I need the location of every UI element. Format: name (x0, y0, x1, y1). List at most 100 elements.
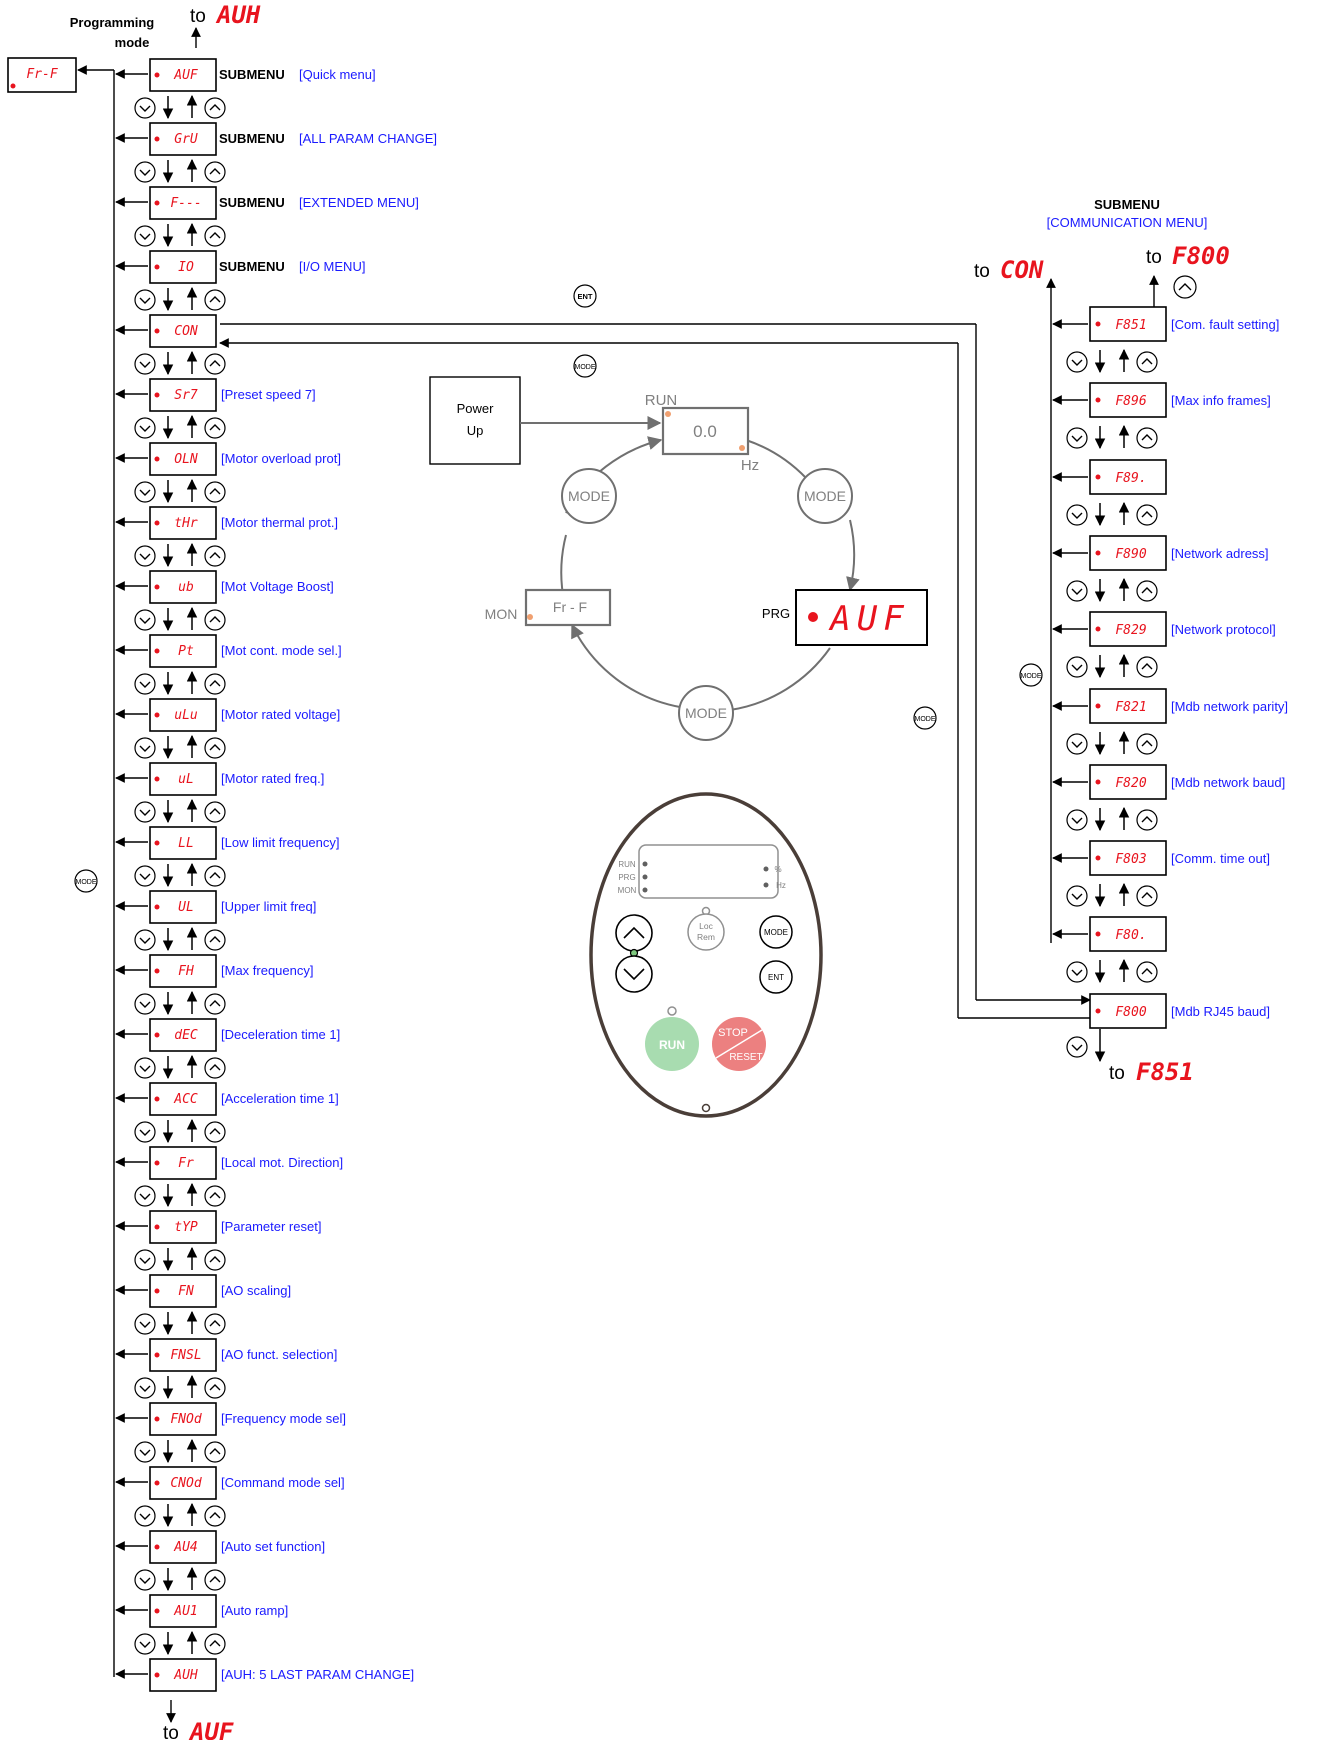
menu-down-icon-12[interactable] (134, 865, 156, 887)
menu-item-16[interactable]: ACC[Acceleration time 1] (115, 1082, 339, 1144)
menu-down-icon-7[interactable] (134, 545, 156, 567)
menu-down-icon-0[interactable] (134, 97, 156, 119)
menu-item-13[interactable]: UL[Upper limit freq] (115, 890, 316, 952)
comm-up-icon-5[interactable] (1136, 733, 1158, 755)
menu-up-icon-24[interactable] (204, 1633, 226, 1655)
menu-item-23[interactable]: AU4[Auto set function] (115, 1530, 325, 1592)
comm-up-icon-6[interactable] (1136, 809, 1158, 831)
comm-down-icon-8[interactable] (1066, 961, 1088, 983)
menu-item-9[interactable]: Pt[Mot cont. mode sel.] (115, 634, 342, 696)
comm-item-8[interactable]: F80. (1052, 916, 1167, 984)
menu-down-icon-15[interactable] (134, 1057, 156, 1079)
comm-item-1[interactable]: F896[Max info frames] (1052, 382, 1271, 450)
comm-item-5[interactable]: F821[Mdb network parity] (1052, 688, 1288, 756)
mode-button-left[interactable] (74, 869, 98, 893)
menu-up-icon-0[interactable] (204, 97, 226, 119)
menu-up-icon-8[interactable] (204, 609, 226, 631)
menu-up-icon-7[interactable] (204, 545, 226, 567)
menu-item-4[interactable]: CON (115, 314, 226, 376)
menu-up-icon-20[interactable] (204, 1377, 226, 1399)
menu-up-icon-10[interactable] (204, 737, 226, 759)
menu-item-11[interactable]: uL[Motor rated freq.] (115, 762, 324, 824)
menu-down-icon-17[interactable] (134, 1185, 156, 1207)
keypad-run-button[interactable] (645, 1017, 699, 1071)
comm-down-icon-0[interactable] (1066, 351, 1088, 373)
menu-down-icon-19[interactable] (134, 1313, 156, 1335)
comm-up-icon-2[interactable] (1136, 504, 1158, 526)
menu-up-icon-12[interactable] (204, 865, 226, 887)
menu-up-icon-6[interactable] (204, 481, 226, 503)
menu-down-icon-9[interactable] (134, 673, 156, 695)
menu-down-icon-23[interactable] (134, 1569, 156, 1591)
ent-button[interactable] (573, 284, 597, 308)
menu-item-25[interactable]: AUH[AUH: 5 LAST PARAM CHANGE] (115, 1658, 414, 1692)
menu-up-icon-23[interactable] (204, 1569, 226, 1591)
comm-item-9[interactable]: F800[Mdb RJ45 baud] (1089, 993, 1270, 1029)
comm-down-icon-7[interactable] (1066, 885, 1088, 907)
comm-item-4[interactable]: F829[Network protocol] (1052, 611, 1276, 679)
mode-button-mid[interactable] (913, 706, 937, 730)
comm-up-icon-3[interactable] (1136, 580, 1158, 602)
keypad-mode-button[interactable] (759, 915, 793, 949)
menu-up-icon-13[interactable] (204, 929, 226, 951)
comm-down-icon-1[interactable] (1066, 427, 1088, 449)
menu-down-icon-1[interactable] (134, 161, 156, 183)
menu-item-19[interactable]: FN[AO scaling] (115, 1274, 291, 1336)
menu-item-6[interactable]: OLN[Motor overload prot] (115, 442, 341, 504)
menu-item-2[interactable]: F---SUBMENU[EXTENDED MENU] (115, 186, 419, 248)
menu-down-icon-20[interactable] (134, 1377, 156, 1399)
menu-item-24[interactable]: AU1[Auto ramp] (115, 1594, 288, 1656)
menu-down-icon-22[interactable] (134, 1505, 156, 1527)
menu-up-icon-9[interactable] (204, 673, 226, 695)
comm-item-0[interactable]: F851[Com. fault setting] (1052, 306, 1279, 374)
comm-up-icon-7[interactable] (1136, 885, 1158, 907)
menu-up-icon-1[interactable] (204, 161, 226, 183)
menu-down-icon-8[interactable] (134, 609, 156, 631)
comm-item-7[interactable]: F803[Comm. time out] (1052, 840, 1270, 908)
menu-down-icon-16[interactable] (134, 1121, 156, 1143)
menu-down-icon-14[interactable] (134, 993, 156, 1015)
comm-up-icon-0[interactable] (1136, 351, 1158, 373)
menu-up-icon-14[interactable] (204, 993, 226, 1015)
comm-item-3[interactable]: F890[Network adress] (1052, 535, 1269, 603)
menu-item-22[interactable]: CNOd[Command mode sel] (115, 1466, 345, 1528)
menu-item-12[interactable]: LL[Low limit frequency] (115, 826, 340, 888)
menu-down-icon-10[interactable] (134, 737, 156, 759)
menu-up-icon-21[interactable] (204, 1441, 226, 1463)
menu-up-icon-11[interactable] (204, 801, 226, 823)
menu-item-8[interactable]: ub[Mot Voltage Boost] (115, 570, 334, 632)
comm-up-icon-4[interactable] (1136, 656, 1158, 678)
menu-item-17[interactable]: Fr[Local mot. Direction] (115, 1146, 343, 1208)
menu-down-icon-6[interactable] (134, 481, 156, 503)
comm-up-icon-8[interactable] (1136, 961, 1158, 983)
menu-item-14[interactable]: FH[Max frequency] (115, 954, 314, 1016)
menu-up-icon-18[interactable] (204, 1249, 226, 1271)
menu-up-icon-4[interactable] (204, 353, 226, 375)
keypad-up-button[interactable] (615, 914, 653, 952)
menu-down-icon-5[interactable] (134, 417, 156, 439)
comm-down-icon-2[interactable] (1066, 504, 1088, 526)
menu-up-icon-22[interactable] (204, 1505, 226, 1527)
comm-down-icon-4[interactable] (1066, 656, 1088, 678)
comm-down-icon-6[interactable] (1066, 809, 1088, 831)
keypad-ent-button[interactable] (759, 960, 793, 994)
menu-item-5[interactable]: Sr7[Preset speed 7] (115, 378, 316, 440)
menu-down-icon-4[interactable] (134, 353, 156, 375)
loc-rem-button[interactable] (687, 913, 725, 951)
menu-down-icon-18[interactable] (134, 1249, 156, 1271)
menu-item-15[interactable]: dEC[Deceleration time 1] (115, 1018, 340, 1080)
menu-down-icon-13[interactable] (134, 929, 156, 951)
mode-button-top[interactable] (573, 354, 597, 378)
comm-up-icon-1[interactable] (1136, 427, 1158, 449)
mode-button-right[interactable] (1019, 663, 1043, 687)
menu-down-icon-24[interactable] (134, 1633, 156, 1655)
menu-up-icon-3[interactable] (204, 289, 226, 311)
menu-item-20[interactable]: FNSL[AO funct. selection] (115, 1338, 337, 1400)
menu-down-icon-3[interactable] (134, 289, 156, 311)
menu-item-7[interactable]: tHr[Motor thermal prot.] (115, 506, 338, 568)
menu-up-icon-17[interactable] (204, 1185, 226, 1207)
menu-up-icon-16[interactable] (204, 1121, 226, 1143)
